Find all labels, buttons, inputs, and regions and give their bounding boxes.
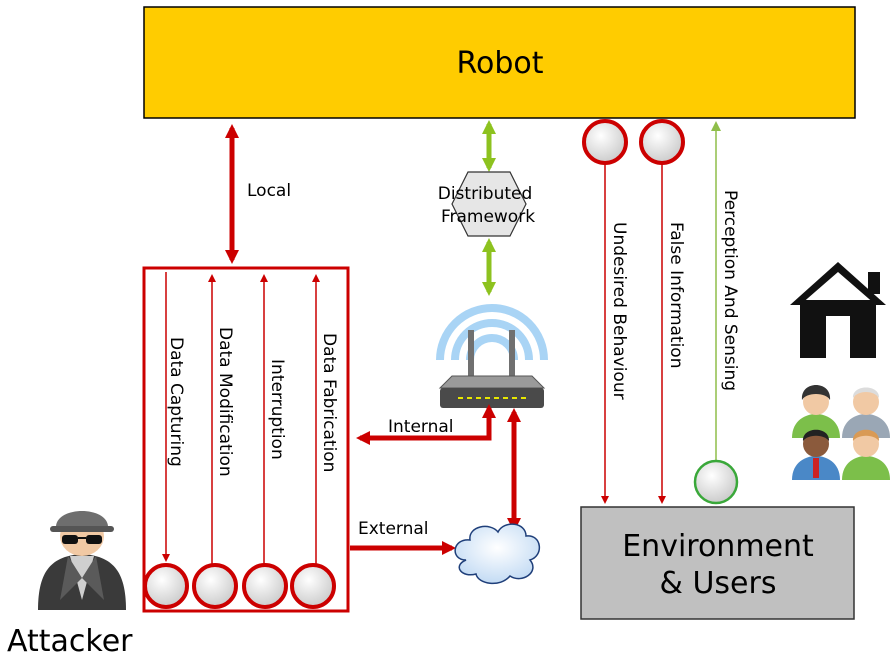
framework-label-line2: Framework [441,207,535,227]
attack-disc [242,563,288,609]
environment-label-line2: & Users [660,566,777,601]
attack-label-data-fabrication: Data Fabrication [319,333,339,472]
environment-label-line1: Environment [622,529,814,564]
flow-label-perception-and-sensing: Perception And Sensing [720,190,740,391]
flow-disc-undesired-behaviour [582,119,628,165]
attack-disc [143,563,189,609]
flow-label-false-information: False Information [666,222,686,368]
cloud-icon [454,523,540,585]
distributed-framework: Distributed Framework [438,120,535,296]
robot-box: Robot [143,6,856,119]
flow-label-undesired-behaviour: Undesired Behaviour [609,222,629,400]
attack-disc [290,563,336,609]
attack-box [142,266,350,613]
external-label: External [358,519,429,539]
attack-label-data-capturing: Data Capturing [166,337,186,467]
users-icon [792,385,890,480]
attack-label-data-modification: Data Modification [215,327,235,477]
internal-label: Internal [388,417,454,437]
attack-disc [192,563,238,609]
local-label: Local [247,181,291,201]
environment-box: Environment & Users [580,506,855,620]
flow-disc-false-information [639,119,685,165]
attacker-icon [38,511,126,610]
router-icon [436,304,548,408]
attack-label-interruption: Interruption [267,359,287,460]
framework-label-line1: Distributed [438,184,533,204]
attacker-label: Attacker [7,624,133,657]
flow-disc-perception-and-sensing [693,459,739,505]
house-icon [790,262,886,358]
hexagon-icon [451,171,527,237]
internal-link-arrow [356,404,496,445]
robot-label: Robot [456,46,543,81]
